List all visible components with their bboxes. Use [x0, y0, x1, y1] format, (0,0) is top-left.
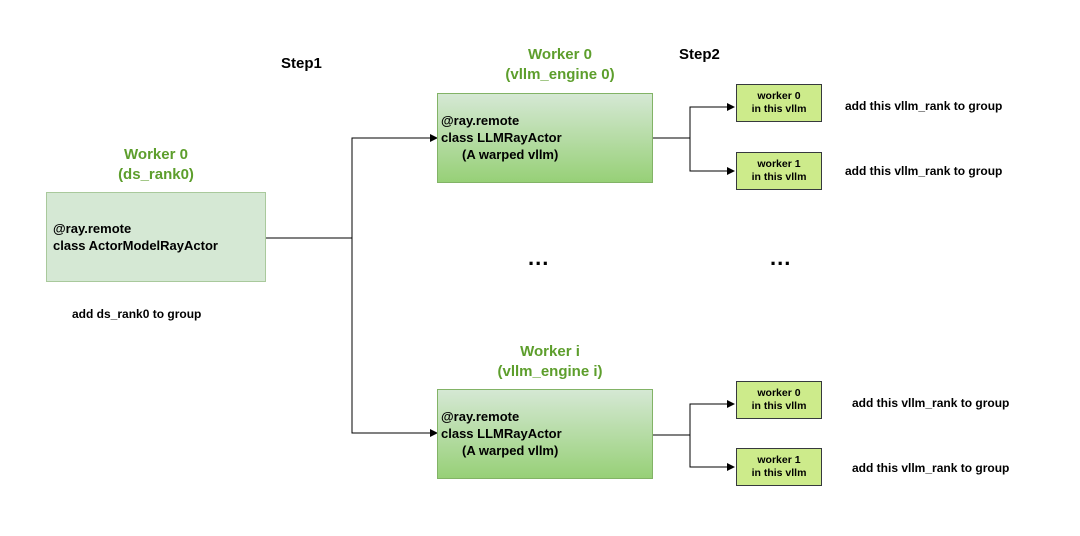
actor-worker-title-line1: Worker 0 — [124, 146, 188, 163]
enginei-rank0-box: worker 0 in this vllm — [736, 381, 822, 419]
enginei-rank1-box: worker 1 in this vllm — [736, 448, 822, 486]
actor-worker-title: Worker 0 (ds_rank0) — [86, 145, 226, 185]
enginei-rank1-note: add this vllm_rank to group — [852, 461, 1010, 475]
enginei-rank0-line1: worker 0 — [757, 387, 801, 399]
engine0-rank0-line1: worker 0 — [757, 90, 801, 102]
enginei-box: @ray.remote class LLMRayActor (A warped … — [437, 389, 653, 479]
engine0-title: Worker 0 (vllm_engine 0) — [470, 45, 650, 85]
engine0-rank1-line2: in this vllm — [751, 171, 807, 183]
ellipsis-right: ... — [770, 245, 792, 270]
engine0-rank0-box: worker 0 in this vllm — [736, 84, 822, 122]
engine0-code-line3: (A warped vllm) — [462, 147, 559, 162]
connector-engine0-rank0 — [653, 103, 735, 139]
enginei-rank1-line2: in this vllm — [751, 467, 807, 479]
enginei-title: Worker i (vllm_engine i) — [460, 342, 640, 382]
ellipsis-left: ... — [528, 245, 550, 270]
enginei-rank0-note: add this vllm_rank to group — [852, 396, 1010, 410]
enginei-rank0-line2: in this vllm — [751, 400, 807, 412]
connector-actor-to-engines — [266, 134, 438, 239]
engine0-rank1-line1: worker 1 — [757, 158, 801, 170]
actor-note: add ds_rank0 to group — [72, 307, 202, 321]
engine0-code-line2: class LLMRayActor — [441, 130, 562, 145]
step1-label: Step1 — [281, 55, 322, 72]
engine0-box: @ray.remote class LLMRayActor (A warped … — [437, 93, 653, 183]
actor-code-line1: @ray.remote — [53, 221, 132, 236]
actor-model-box: @ray.remote class ActorModelRayActor — [46, 192, 266, 282]
enginei-code-line3: (A warped vllm) — [462, 443, 559, 458]
engine0-code-line1: @ray.remote — [441, 113, 520, 128]
connector-actor-to-engine-i — [351, 238, 438, 437]
engine0-rank1-box: worker 1 in this vllm — [736, 152, 822, 190]
connector-enginei-rank1 — [689, 435, 735, 471]
engine0-title-line1: Worker 0 — [528, 46, 592, 63]
enginei-code-line2: class LLMRayActor — [441, 426, 562, 441]
engine0-rank0-note: add this vllm_rank to group — [845, 99, 1003, 113]
engine0-title-line2: (vllm_engine 0) — [505, 66, 615, 83]
engine0-rank0-line2: in this vllm — [751, 103, 807, 115]
enginei-title-line1: Worker i — [520, 343, 580, 360]
enginei-title-line2: (vllm_engine i) — [497, 363, 603, 380]
engine0-rank1-note: add this vllm_rank to group — [845, 164, 1003, 178]
enginei-code-line1: @ray.remote — [441, 409, 520, 424]
connector-enginei-rank0 — [653, 400, 735, 436]
step2-label: Step2 — [679, 46, 720, 63]
connector-engine0-rank1 — [689, 138, 735, 175]
enginei-rank1-line1: worker 1 — [757, 454, 801, 466]
actor-worker-title-line2: (ds_rank0) — [118, 166, 194, 183]
actor-code-line2: class ActorModelRayActor — [53, 238, 218, 253]
